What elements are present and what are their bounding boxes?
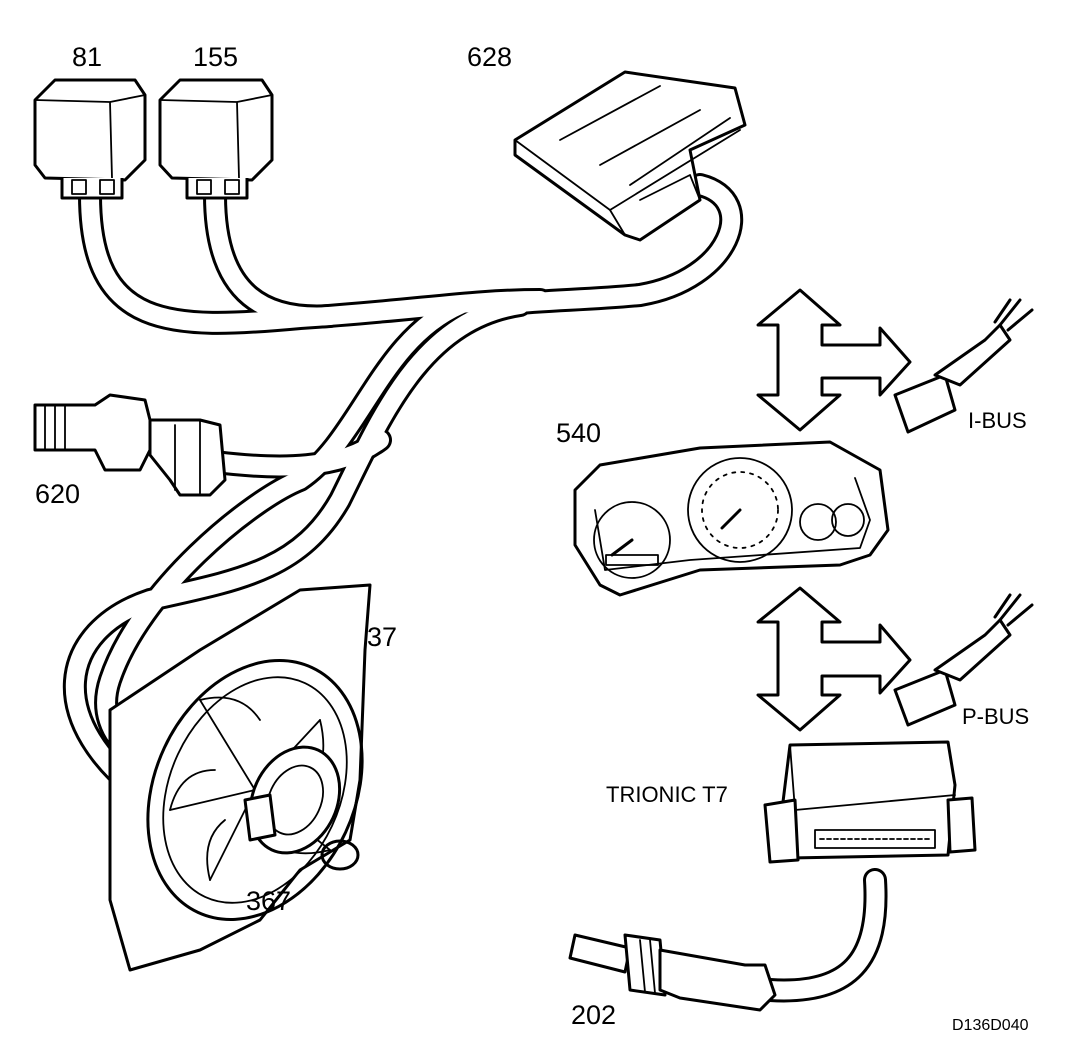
label-620: 620: [35, 479, 80, 509]
label-155: 155: [193, 42, 238, 72]
fan-motor-367: [243, 745, 360, 871]
label-trionic-t7: TRIONIC T7: [606, 782, 728, 807]
label-i-bus: I-BUS: [968, 408, 1027, 433]
i-bus-connector: [893, 298, 1034, 434]
relay-81: [33, 78, 147, 200]
module-628: [513, 70, 747, 242]
fan-37: [108, 583, 372, 972]
label-p-bus: P-BUS: [962, 704, 1029, 729]
sensor-202: [568, 933, 777, 1012]
reference-code: D136D040: [952, 1017, 1029, 1034]
label-81: 81: [72, 42, 102, 72]
instrument-cluster-540: [573, 440, 890, 597]
sensor-620: [33, 393, 227, 497]
label-202: 202: [571, 1000, 616, 1030]
i-bus-arrows: [756, 288, 912, 432]
label-367: 367: [246, 886, 291, 916]
relay-155: [158, 78, 274, 200]
p-bus-connector: [893, 593, 1034, 727]
p-bus-arrows: [756, 586, 912, 732]
ecu-trionic-t7: [763, 740, 977, 864]
label-628: 628: [467, 42, 512, 72]
wiring-harness: [63, 173, 888, 1003]
label-37: 37: [367, 622, 397, 652]
label-540: 540: [556, 418, 601, 448]
